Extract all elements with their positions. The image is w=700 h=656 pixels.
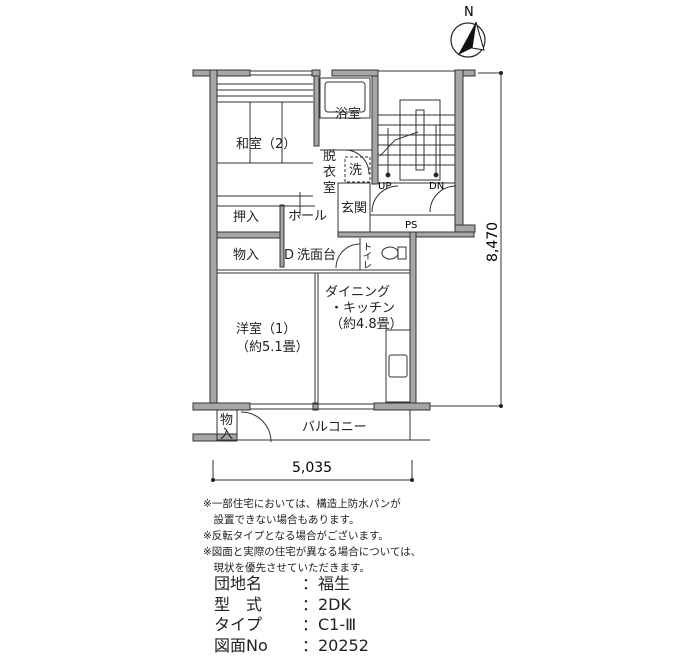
dressing-label-3: 室 [323, 180, 336, 196]
bath-label: 浴室 [335, 106, 361, 122]
dk-label-2: ・キッチン [330, 301, 395, 316]
dressing-label-1: 脱 [323, 149, 336, 164]
depth-value: 8,470 [485, 222, 501, 262]
info-row: 型 式：2DK [214, 595, 369, 616]
info-row: 団地名：福生 [214, 574, 369, 595]
hall-label: ホール [288, 209, 327, 224]
info-row: 図面No：20252 [214, 636, 369, 656]
ps-label: PS [405, 220, 417, 231]
down-label: DN [429, 181, 444, 192]
info-key: 図面No [214, 636, 302, 656]
note-line: ※反転タイプとなる場合がございます。 [203, 528, 421, 544]
north-arrow-icon: N [451, 5, 485, 57]
info-value: ：C1-Ⅲ [302, 615, 356, 636]
info-key: 型 式 [214, 595, 302, 616]
up-label: UP [378, 181, 391, 192]
north-label: N [464, 5, 474, 20]
info-value: ：福生 [302, 574, 350, 595]
entrance-label: 玄関 [341, 201, 367, 216]
dk-size: （約4.8畳） [330, 317, 403, 332]
dk-label-1: ダイニング [325, 285, 390, 300]
dressing-label-2: 衣 [323, 164, 336, 180]
washbasin-mark: D [284, 248, 294, 263]
width-dimension: 5,035 [211, 460, 414, 482]
note-line: ※一部住宅においては、構造上防水パンが [203, 496, 421, 512]
toilet-icon [382, 247, 406, 259]
info-row: タイプ：C1-Ⅲ [214, 615, 369, 636]
youshitsu-size: （約5.1畳） [236, 340, 309, 355]
staircase [372, 100, 456, 212]
notes: ※一部住宅においては、構造上防水パンが 設置できない場合もあります。 ※反転タイ… [203, 496, 421, 576]
toilet-label-3: レ [363, 261, 372, 271]
washbasin-label: 洗面台 [297, 248, 336, 263]
balcony-storage-label-1: 物 [220, 413, 233, 428]
washitsu-label: 和室（2） [236, 136, 296, 152]
oshiire-label: 押入 [233, 210, 259, 225]
depth-dimension: 8,470 [430, 71, 503, 408]
note-line: ※図面と実際の住宅が異なる場合については、 [203, 544, 421, 560]
balcony-storage-label-2: 入 [220, 427, 233, 442]
info-key: 団地名 [214, 574, 302, 595]
info-value: ：20252 [302, 636, 369, 656]
width-value: 5,035 [292, 460, 332, 476]
youshitsu-label: 洋室（1） [236, 321, 296, 337]
note-line: 設置できない場合もあります。 [203, 512, 421, 528]
info-value: ：2DK [302, 595, 351, 616]
balcony-label: バルコニー [302, 420, 367, 435]
washer-label: 洗 [349, 163, 362, 178]
property-info: 団地名：福生 型 式：2DK タイプ：C1-Ⅲ 図面No：20252 [214, 574, 369, 656]
info-key: タイプ [214, 615, 302, 636]
storage-label: 物入 [233, 248, 259, 263]
